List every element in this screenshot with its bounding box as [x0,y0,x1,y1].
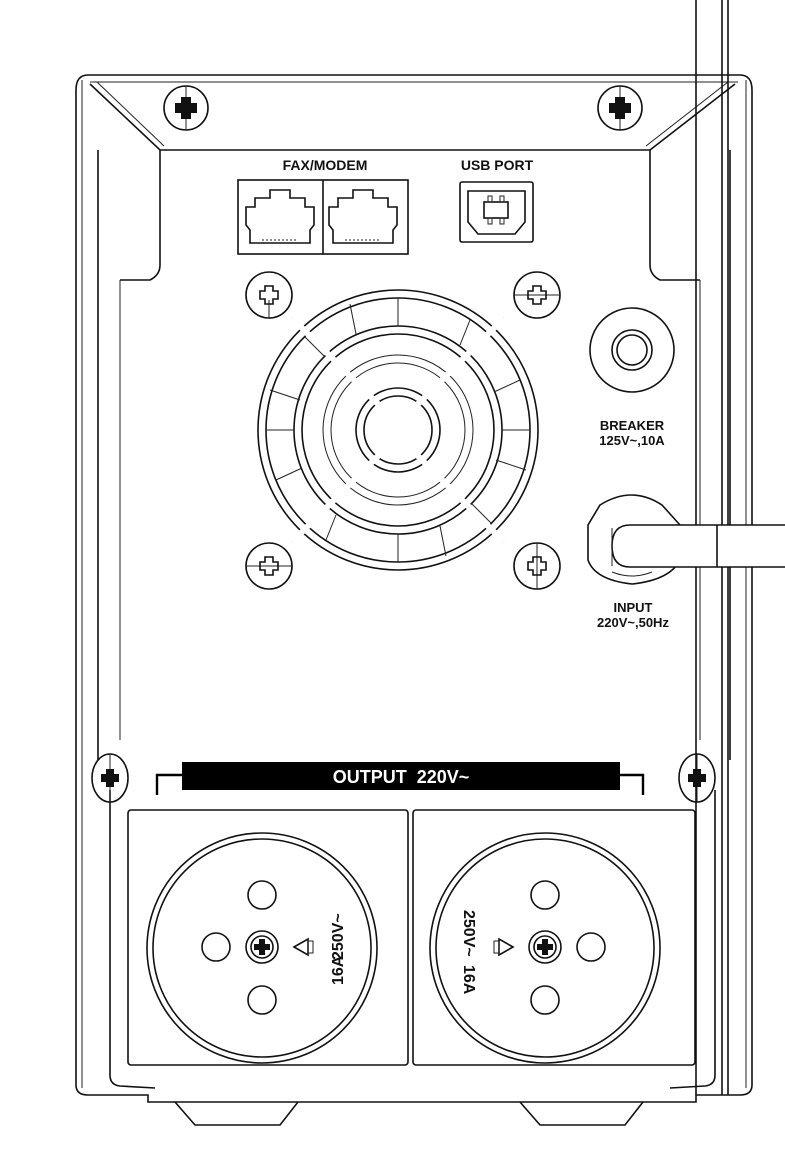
fan-screw-top-right [513,271,561,319]
input-label: INPUT [614,600,653,615]
outlet-right[interactable]: 250V~ 16A [429,832,661,1064]
circuit-breaker[interactable] [589,307,675,393]
output-banner: OUTPUT 220V~ [155,762,645,795]
usb-b-port[interactable] [459,181,534,243]
fan-screw-top-left [245,271,293,319]
usb-port-label: USB PORT [461,157,534,173]
ground-pin-screw [528,930,562,964]
outlet-left-current: 16A [330,955,347,985]
breaker-label: BREAKER [600,418,665,433]
ac-input-socket[interactable] [587,494,681,585]
fax-modem-label: FAX/MODEM [283,157,368,173]
cooling-fan [257,289,539,571]
warning-triangle-icon [292,937,314,957]
output-banner-text: OUTPUT 220V~ [333,767,470,787]
outlet-housing-right [412,809,696,1066]
case-outline [75,74,753,1126]
fan-screw-bottom-left [245,542,293,590]
screw-bottom-right [678,753,716,803]
fan-screw-bottom-right [513,542,561,590]
screw-top-right [597,85,643,131]
outlet-left[interactable]: 16A 250V~ [146,832,378,1064]
outlet-right-voltage: 250V~ [460,910,477,957]
warning-triangle-icon [493,937,515,957]
ground-pin-screw [245,930,279,964]
input-rating: 220V~,50Hz [597,615,669,630]
rj-port-line[interactable] [245,189,315,244]
ac-input-cord [610,0,785,1095]
fax-modem-ports[interactable] [237,179,409,255]
screw-bottom-left [91,753,129,803]
outlet-left-voltage: 250V~ [330,913,347,960]
screw-top-left [163,85,209,131]
breaker-rating: 125V~,10A [599,433,665,448]
outlet-right-current: 16A [460,965,477,995]
rj-port-phone[interactable] [328,189,398,244]
outlet-housing-left [127,809,409,1066]
